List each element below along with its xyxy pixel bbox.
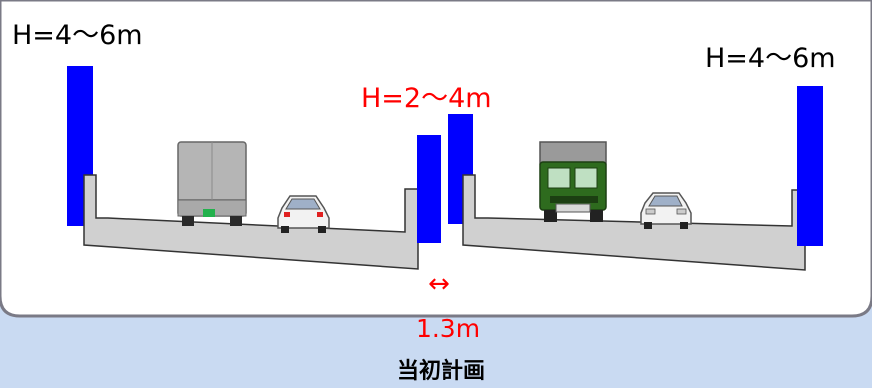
gap-arrow: ↔ xyxy=(428,269,450,299)
viaduct-girder-right xyxy=(462,174,806,271)
dump-truck-right xyxy=(539,141,607,222)
noise-wall-center-left xyxy=(417,135,441,243)
right-wall-height-label: H=4～6m xyxy=(705,43,836,74)
left-wall-height-label: H=4～6m xyxy=(12,20,143,51)
viaduct-girder-left xyxy=(83,174,419,270)
noise-wall-right xyxy=(797,86,823,246)
caption-title: 当初計画 xyxy=(397,358,485,384)
truck-left xyxy=(177,141,247,226)
car-left xyxy=(277,195,330,233)
center-wall-height-label: H=2～4m xyxy=(361,83,492,114)
car-right xyxy=(640,192,692,229)
gap-width-label: 1.3m xyxy=(416,314,480,343)
